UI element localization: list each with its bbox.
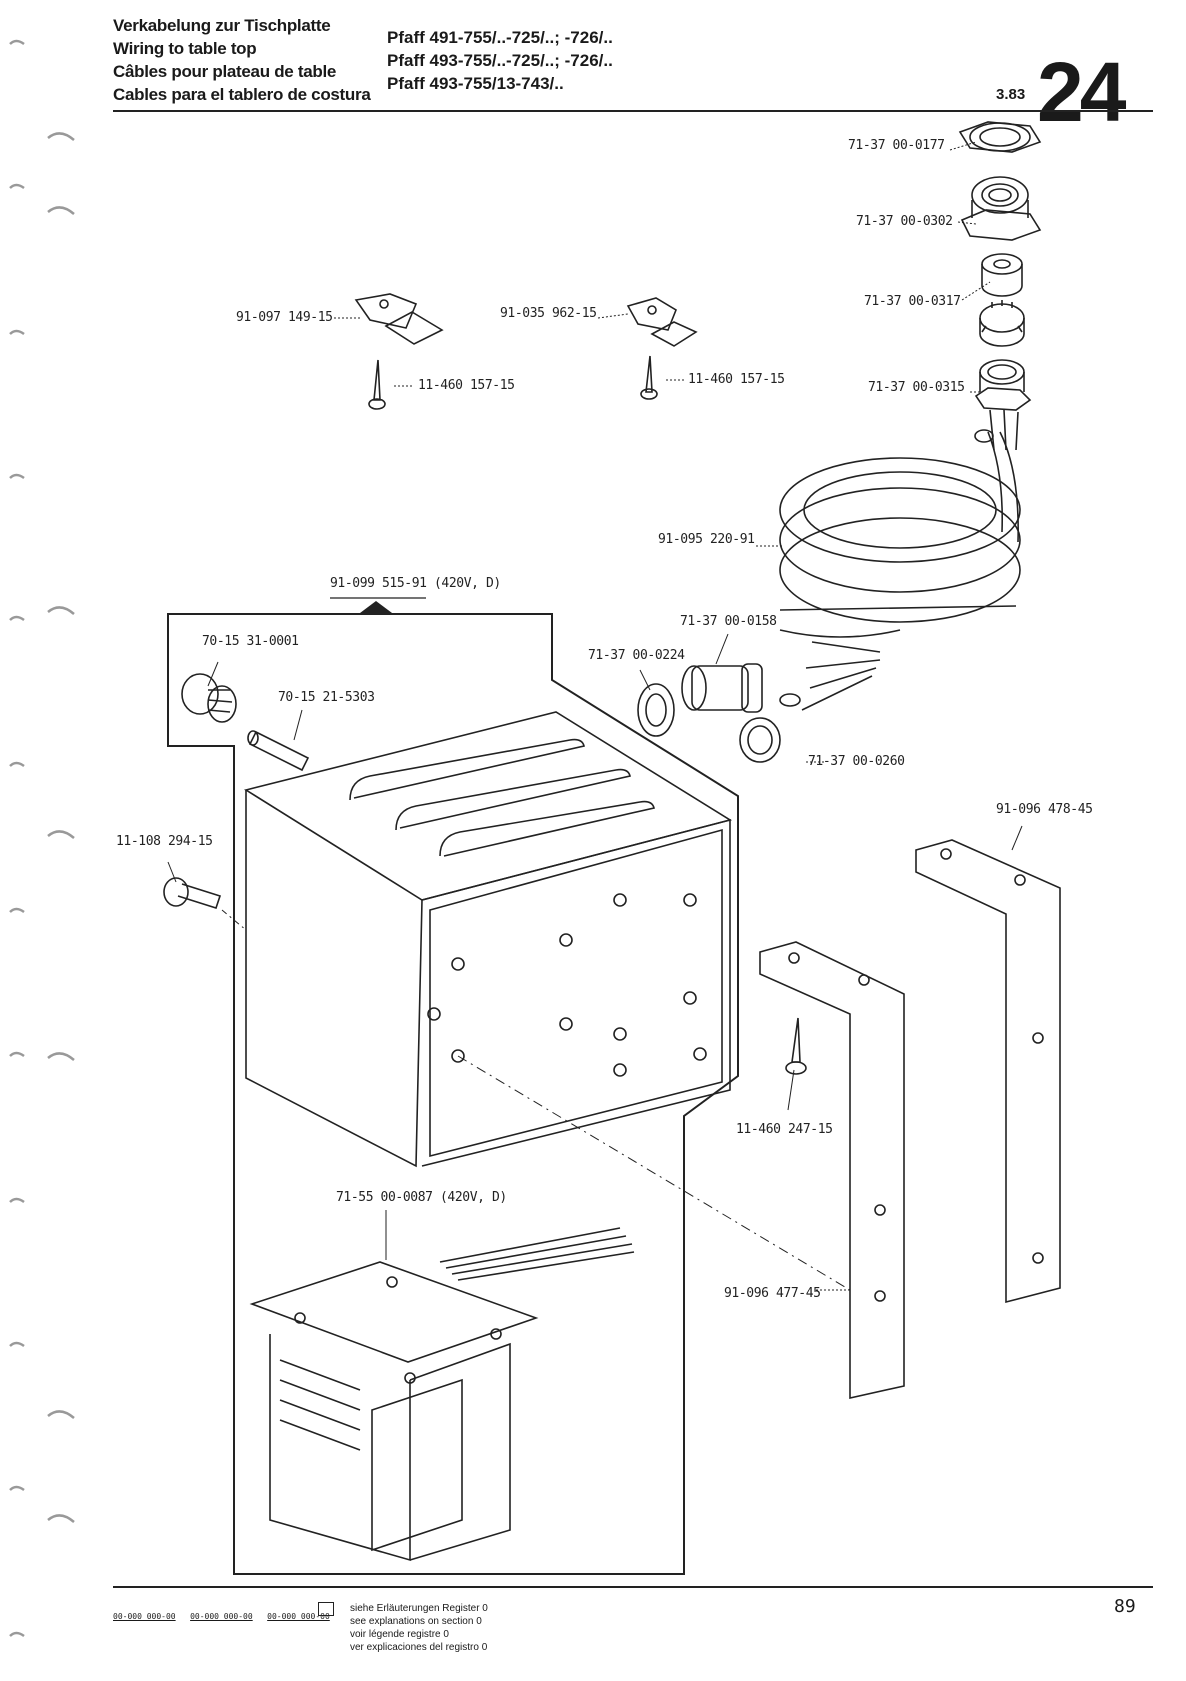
footer-code-3: 00-000 000-00: [267, 1612, 330, 1621]
label-71-37-00-0302: 71-37 00-0302: [856, 214, 953, 229]
footer-legend-de: siehe Erläuterungen Register 0: [350, 1603, 488, 1614]
bracket-962: [626, 297, 698, 347]
label-71-37-00-0177: 71-37 00-0177: [848, 138, 945, 153]
model-line-1: Pfaff 491-755/..-725/..; -726/..: [387, 28, 613, 47]
label-91-099-515-91: 91-099 515-91 (420V, D): [330, 576, 501, 591]
footer-code-2: 00-000 000-00: [190, 1612, 253, 1621]
title-es: Cables para el tablero de costura: [113, 85, 371, 104]
label-71-37-00-0315: 71-37 00-0315: [868, 380, 965, 395]
model-line-3: Pfaff 493-755/13-743/..: [387, 74, 564, 93]
footer-legend-en: see explanations on section 0: [350, 1616, 482, 1627]
centerline-2: [457, 1055, 851, 1291]
label-11-460-247-15: 11-460 247-15: [736, 1122, 833, 1137]
gland-insert-0317: [979, 300, 1025, 347]
screw-157-b: [640, 355, 658, 400]
screw-294: [163, 877, 222, 909]
label-70-15-21-5303: 70-15 21-5303: [278, 690, 375, 705]
gland-0224-0158: [637, 663, 781, 763]
label-91-099-515-91-note: (420V, D): [433, 576, 501, 591]
label-11-460-157-15-b: 11-460 157-15: [688, 372, 785, 387]
label-91-097-149-15: 91-097 149-15: [236, 310, 333, 325]
gland-nut-0315: [974, 359, 1032, 411]
gland-seal-0317: [981, 253, 1023, 297]
screw-157-a: [368, 359, 386, 410]
label-91-035-962-15: 91-035 962-15: [500, 306, 597, 321]
title-block: Verkabelung zur Tischplatte Wiring to ta…: [113, 14, 371, 106]
date-label: 3.83: [996, 86, 1026, 103]
label-91-099-515-91-number: 91-099 515-91: [330, 576, 427, 591]
label-71-37-00-0224: 71-37 00-0224: [588, 648, 685, 663]
label-11-108-294-15: 11-108 294-15: [116, 834, 213, 849]
page-number: 89: [1114, 1596, 1136, 1617]
bracket-149: [354, 293, 444, 345]
centerline-1: [221, 909, 247, 931]
label-91-096-478-45: 91-096 478-45: [996, 802, 1093, 817]
footer-legend-fr: voir légende registre 0: [350, 1629, 449, 1640]
title-en: Wiring to table top: [113, 39, 257, 58]
screw-247: [785, 1017, 807, 1075]
label-71-55-00-0087-number: 71-55 00-0087: [336, 1190, 433, 1205]
model-block: Pfaff 491-755/..-725/..; -726/.. Pfaff 4…: [387, 26, 613, 95]
section-number: 24: [1037, 45, 1126, 139]
transformer: [249, 1227, 635, 1562]
label-71-55-00-0087: 71-55 00-0087 (420V, D): [336, 1190, 507, 1205]
label-70-15-31-0001: 70-15 31-0001: [202, 634, 299, 649]
legend-box-icon: [318, 1602, 334, 1616]
group-marker: [357, 601, 395, 615]
header-rule: [113, 110, 1153, 112]
rail-478: [915, 839, 1061, 1304]
label-71-55-00-0087-note: (420V, D): [439, 1190, 507, 1205]
label-11-460-157-15-a: 11-460 157-15: [418, 378, 515, 393]
model-line-2: Pfaff 493-755/..-725/..; -726/..: [387, 51, 613, 70]
label-71-37-00-0317: 71-37 00-0317: [864, 294, 961, 309]
fuse: [247, 730, 310, 772]
footer-legend: siehe Erläuterungen Register 0 see expla…: [350, 1602, 488, 1654]
footer-codes: 00-000 000-00 00-000 000-00 00-000 000-0…: [113, 1606, 330, 1624]
title-fr: Câbles pour plateau de table: [113, 62, 337, 81]
title-de: Verkabelung zur Tischplatte: [113, 16, 331, 35]
label-91-095-220-91: 91-095 220-91: [658, 532, 755, 547]
binder-holes: [9, 39, 75, 1638]
fuse-holder: [181, 673, 237, 723]
footer-code-1: 00-000 000-00: [113, 1612, 176, 1621]
label-71-37-00-0158: 71-37 00-0158: [680, 614, 777, 629]
rail-477: [759, 941, 905, 1399]
footer-rule: [113, 1586, 1153, 1588]
coiled-cable: [779, 409, 1021, 711]
group-boundary: [167, 613, 739, 1575]
electrical-box: [243, 711, 733, 1168]
gland-body-0302: [960, 176, 1042, 241]
label-71-37-00-0260: 71-37 00-0260: [808, 754, 905, 769]
label-91-096-477-45: 91-096 477-45: [724, 1286, 821, 1301]
footer-legend-es: ver explicaciones del registro 0: [350, 1642, 488, 1653]
gland-nut-0177: [958, 121, 1042, 153]
